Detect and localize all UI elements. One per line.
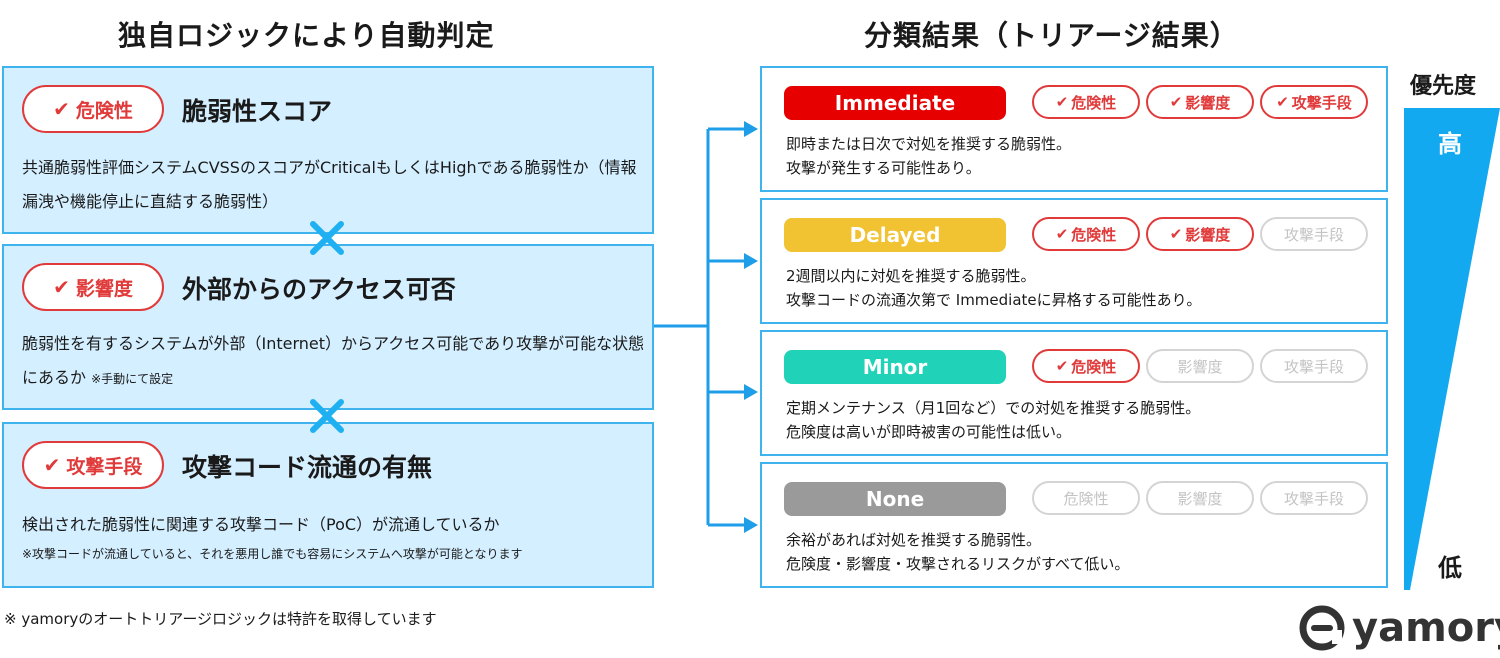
result-description: 即時または日次で対処を推奨する脆弱性。 攻撃が発生する可能性あり。: [786, 132, 1376, 180]
criterion-pill-risk: ✔ 危険性: [22, 85, 164, 133]
tag-label: 危険性: [1071, 225, 1117, 244]
result-description-line: 危険度は高いが即時被害の可能性は低い。: [786, 423, 1072, 441]
check-icon: ✔: [1055, 357, 1069, 375]
tag-impact: ✔影響度: [1146, 85, 1254, 119]
tag-label: 攻撃手段: [1283, 489, 1344, 508]
check-icon: ✔: [1169, 93, 1183, 111]
footnote: ※ yamoryのオートトリアージロジックは特許を取得しています: [4, 610, 437, 628]
arrow-head-icon: [744, 517, 758, 533]
cross-icon: [310, 221, 344, 255]
result-label: Immediate: [784, 86, 1006, 120]
check-icon: ✔: [43, 453, 61, 477]
criterion-title: 脆弱性スコア: [182, 97, 333, 126]
criterion-pill-label: 攻撃手段: [66, 455, 143, 478]
criterion-note: ※手動にて設定: [91, 372, 174, 386]
result-label: Minor: [784, 350, 1006, 384]
criterion-panel-risk: ✔ 危険性 脆弱性スコア 共通脆弱性評価システムCVSSのスコアがCritica…: [2, 66, 654, 234]
result-description-line: 余裕があれば対処を推奨する脆弱性。: [786, 531, 1042, 549]
tag-risk: ✔危険性: [1032, 349, 1140, 383]
tag-label: 影響度: [1185, 93, 1231, 112]
check-icon: ✔: [1055, 225, 1069, 243]
criterion-description-text: 検出された脆弱性に関連する攻撃コード（PoC）が流通しているか: [22, 515, 500, 534]
criterion-panel-attack: ✔ 攻撃手段 攻撃コード流通の有無 検出された脆弱性に関連する攻撃コード（PoC…: [2, 422, 654, 588]
result-card-none: None 危険性 影響度 攻撃手段 余裕があれば対処を推奨する脆弱性。 危険度・…: [760, 462, 1388, 588]
tag-impact: ✔影響度: [1146, 217, 1254, 251]
tag-label: 攻撃手段: [1283, 357, 1344, 376]
priority-wedge: [1404, 108, 1500, 590]
criterion-pill-label: 危険性: [75, 99, 133, 122]
tag-label: 影響度: [1177, 357, 1223, 376]
result-tags: 危険性 影響度 攻撃手段: [1032, 481, 1368, 515]
tag-attack: 攻撃手段: [1260, 481, 1368, 515]
tag-label: 攻撃手段: [1283, 225, 1344, 244]
criterion-description: 検出された脆弱性に関連する攻撃コード（PoC）が流通しているか ※攻撃コードが流…: [22, 508, 647, 566]
result-description: 余裕があれば対処を推奨する脆弱性。 危険度・影響度・攻撃されるリスクがすべて低い…: [786, 528, 1376, 576]
tag-risk: ✔危険性: [1032, 85, 1140, 119]
priority-title: 優先度: [1410, 74, 1477, 99]
criterion-panel-impact: ✔ 影響度 外部からのアクセス可否 脆弱性を有するシステムが外部（Interne…: [2, 244, 654, 410]
right-heading: 分類結果（トリアージ結果）: [864, 19, 1239, 52]
result-card-minor: Minor ✔危険性 影響度 攻撃手段 定期メンテナンス（月1回など）での対処を…: [760, 330, 1388, 456]
check-icon: ✔: [1276, 93, 1289, 111]
criterion-description: 脆弱性を有するシステムが外部（Internet）からアクセス可能であり攻撃が可能…: [22, 327, 647, 396]
tag-label: 危険性: [1063, 489, 1109, 508]
tag-risk: ✔危険性: [1032, 217, 1140, 251]
left-heading: 独自ロジックにより自動判定: [118, 19, 495, 52]
result-label: None: [784, 482, 1006, 516]
arrow-head-icon: [744, 121, 758, 137]
brand-logo: yamory: [1298, 604, 1500, 652]
result-description-line: 2週間以内に対処を推奨する脆弱性。: [786, 267, 1036, 285]
criterion-description: 共通脆弱性評価システムCVSSのスコアがCriticalもしくはHighである脆…: [22, 151, 647, 219]
criterion-description-text: 脆弱性を有するシステムが外部（Internet）からアクセス可能であり攻撃が可能…: [22, 334, 645, 387]
cross-icon: [310, 399, 344, 433]
tag-label: 危険性: [1071, 93, 1117, 112]
criterion-pill-attack: ✔ 攻撃手段: [22, 441, 164, 489]
result-tags: ✔危険性 ✔影響度 攻撃手段: [1032, 217, 1368, 251]
criterion-title: 外部からのアクセス可否: [182, 275, 456, 304]
check-icon: ✔: [1169, 225, 1183, 243]
yamory-logo-icon: [1299, 605, 1345, 651]
brand-name: yamory: [1352, 605, 1500, 651]
tag-label: 攻撃手段: [1291, 93, 1352, 112]
priority-high-label: 高: [1438, 130, 1462, 158]
check-icon: ✔: [53, 275, 70, 299]
tag-impact: 影響度: [1146, 349, 1254, 383]
result-description: 定期メンテナンス（月1回など）での対処を推奨する脆弱性。 危険度は高いが即時被害…: [786, 396, 1376, 444]
arrow-head-icon: [744, 384, 758, 400]
result-description-line: 攻撃コードの流通次第で Immediateに昇格する可能性あり。: [786, 291, 1202, 309]
result-description: 2週間以内に対処を推奨する脆弱性。 攻撃コードの流通次第で Immediateに…: [786, 264, 1376, 312]
result-description-line: 即時または日次で対処を推奨する脆弱性。: [786, 135, 1072, 153]
tag-impact: 影響度: [1146, 481, 1254, 515]
arrow-head-icon: [744, 253, 758, 269]
tag-attack: 攻撃手段: [1260, 349, 1368, 383]
criterion-pill-label: 影響度: [75, 277, 133, 300]
criterion-pill-impact: ✔ 影響度: [22, 263, 164, 311]
criterion-title: 攻撃コード流通の有無: [182, 453, 433, 482]
tag-label: 危険性: [1071, 357, 1117, 376]
priority-low-label: 低: [1438, 554, 1462, 582]
result-tags: ✔危険性 ✔影響度 ✔攻撃手段: [1032, 85, 1368, 119]
criterion-description-text: 共通脆弱性評価システムCVSSのスコアがCriticalもしくはHighである脆…: [22, 158, 637, 211]
tag-label: 影響度: [1185, 225, 1231, 244]
result-description-line: 危険度・影響度・攻撃されるリスクがすべて低い。: [786, 555, 1130, 573]
result-description-line: 定期メンテナンス（月1回など）での対処を推奨する脆弱性。: [786, 399, 1201, 417]
tag-risk: 危険性: [1032, 481, 1140, 515]
criterion-note: ※攻撃コードが流通していると、それを悪用し誰でも容易にシステムへ攻撃が可能となり…: [22, 547, 523, 561]
check-icon: ✔: [53, 97, 70, 121]
result-tags: ✔危険性 影響度 攻撃手段: [1032, 349, 1368, 383]
result-label: Delayed: [784, 218, 1006, 252]
tag-attack: 攻撃手段: [1260, 217, 1368, 251]
result-card-immediate: Immediate ✔危険性 ✔影響度 ✔攻撃手段 即時または日次で対処を推奨す…: [760, 66, 1388, 192]
connector-arrows: [654, 121, 758, 533]
check-icon: ✔: [1055, 93, 1069, 111]
tag-attack: ✔攻撃手段: [1260, 85, 1368, 119]
result-description-line: 攻撃が発生する可能性あり。: [786, 159, 981, 177]
result-card-delayed: Delayed ✔危険性 ✔影響度 攻撃手段 2週間以内に対処を推奨する脆弱性。…: [760, 198, 1388, 324]
tag-label: 影響度: [1177, 489, 1223, 508]
